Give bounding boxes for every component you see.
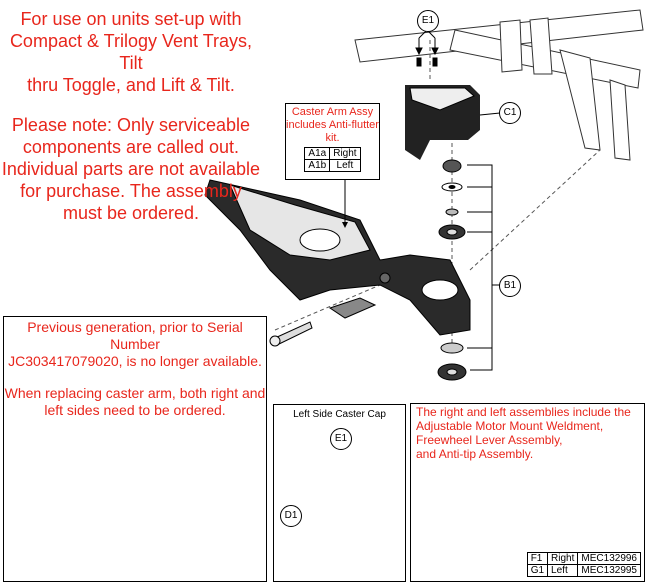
part-code: A1b [304,159,331,172]
prev-note-line: JC303417079020, is no longer available. [8,353,262,369]
prev-note-line: left sides need to be ordered. [44,402,226,418]
top-note-line: for purchase. The assembly [20,181,242,201]
a1-bolt [269,321,313,347]
part-code: F1 [526,552,549,565]
previous-generation-note: Previous generation, prior to Serial Num… [4,317,266,419]
callout-title-line: Caster Arm Assy [291,106,374,118]
top-note-line: Compact & Trilogy Vent Trays, Tilt [9,31,253,73]
table-row: F1 Right MEC132996 [526,552,641,565]
part-number: MEC132995 [577,564,641,577]
prev-note-line: When replacing caster arm, both right an… [4,385,266,401]
asm-note-line: The right and left assemblies include th… [416,405,631,419]
c1-caster-cap [405,85,501,160]
label-e1-cap: E1 [330,428,352,450]
top-note-line: For use on units set-up with [20,9,242,29]
part-side: Right [547,552,579,565]
asm-note-line: and Anti-tip Assembly. [416,447,534,461]
top-note-line: Individual parts are not available [1,159,261,179]
part-side: Left [547,564,579,577]
caster-arm-callout: Caster Arm Assy includes Anti-flutter ki… [285,103,380,180]
assemblies-box: The right and left assemblies include th… [410,403,645,582]
top-note-line: must be ordered. [62,203,200,223]
assemblies-parts-table: F1 Right MEC132996 G1 Left MEC132995 [526,552,641,577]
prev-note-line: Previous generation, prior to Serial Num… [27,319,243,352]
callout-title-line: kit. [325,132,340,144]
asm-note-line: Freewheel Lever Assembly, [416,433,563,447]
part-number: MEC132996 [577,552,641,565]
label-e1-top: E1 [417,10,439,32]
top-note-line: thru Toggle, and Lift & Tilt. [27,75,235,95]
chair-frame [354,9,644,161]
left-side-cap-title: Left Side Caster Cap [293,409,386,420]
callout-title-line: includes Anti-flutter [286,119,379,131]
label-b1: B1 [499,275,521,297]
assemblies-note: The right and left assemblies include th… [411,404,644,461]
label-d1: D1 [280,505,302,527]
part-code: G1 [526,564,549,577]
table-row: A1a Right [304,147,361,160]
b1-bearing-stack [437,159,500,381]
a1-leader-arrow [342,222,348,228]
label-c1: C1 [499,102,521,124]
caster-arm-parts-table: A1a Right A1b Left [304,147,361,172]
part-side: Right [329,147,361,160]
part-side: Left [329,159,361,172]
top-note-line: components are called out. [22,137,240,157]
top-note-line: Please note: Only serviceable [11,115,251,135]
caster-arm-callout-title: Caster Arm Assy includes Anti-flutter ki… [286,104,379,145]
part-code: A1a [304,147,331,160]
a1-caster-arm [204,179,471,336]
asm-note-line: Adjustable Motor Mount Weldment, [416,419,604,433]
table-row: G1 Left MEC132995 [526,564,641,577]
previous-generation-box: Previous generation, prior to Serial Num… [3,316,267,582]
table-row: A1b Left [304,159,361,172]
top-note: For use on units set-up with Compact & T… [0,8,262,224]
